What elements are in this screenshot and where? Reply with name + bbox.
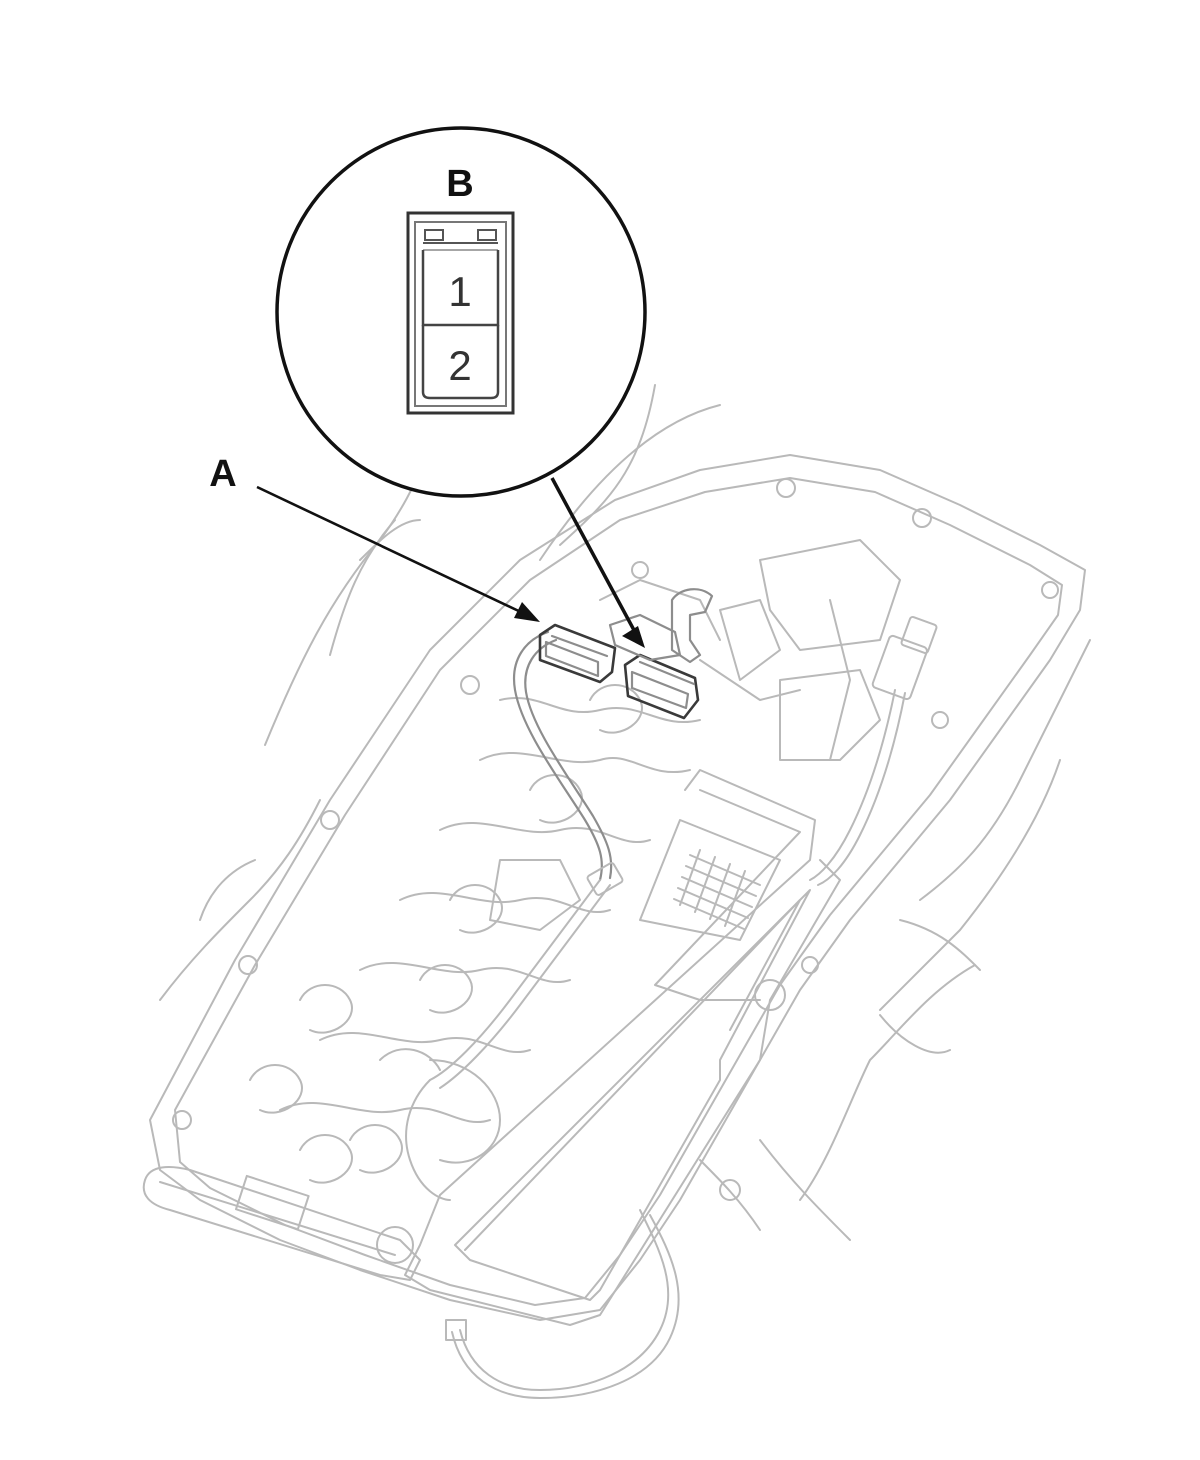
- detail-circle-b: 1 2: [275, 126, 647, 498]
- connector-face-view: [406, 211, 515, 415]
- solenoid-connector: [608, 588, 714, 720]
- right-harness: [809, 615, 938, 886]
- transmission-housing-outline: [159, 384, 1091, 1241]
- callout-a-label: A: [209, 453, 236, 495]
- leader-a: [256, 485, 540, 622]
- terminal-2-label: 2: [448, 342, 471, 389]
- valve-body-flange: [149, 454, 1086, 1321]
- valve-body-passages: [249, 539, 901, 1184]
- cover-grille: [673, 849, 761, 930]
- harness-cover: [404, 769, 841, 1326]
- terminal-1-label: 1: [448, 268, 471, 315]
- leader-b: [550, 477, 645, 648]
- wire-harness-a: [405, 630, 680, 1399]
- callout-b-label: B: [446, 163, 473, 205]
- lower-bracket: [142, 1166, 421, 1281]
- connector-a: [538, 623, 617, 684]
